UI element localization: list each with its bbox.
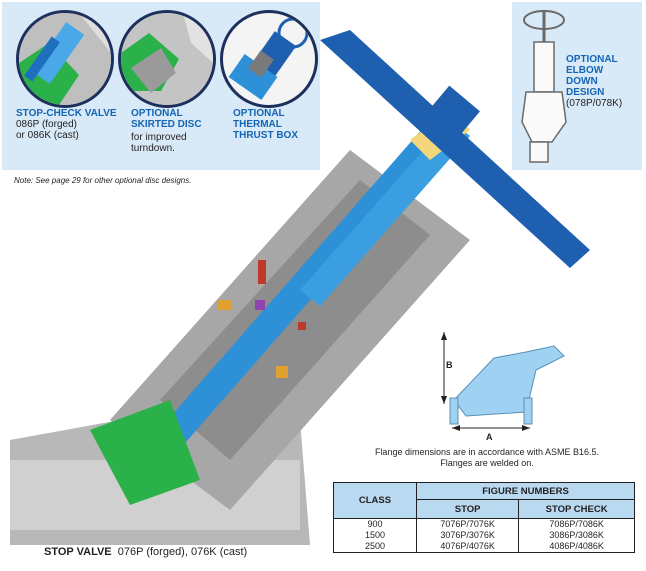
stop-check-detail-image bbox=[16, 10, 114, 108]
dimension-a-label: A bbox=[486, 432, 493, 442]
class-cell: 900 bbox=[333, 518, 417, 530]
stop-cell: 7076P/7076K bbox=[415, 518, 520, 530]
stop-cell: 4076P/4076K bbox=[415, 541, 520, 553]
table-row: 1500 3076P/3076K 3086P/3086K bbox=[333, 530, 635, 541]
table-row: 2500 4076P/4076K 4086P/4086K bbox=[333, 541, 635, 553]
stop-cell: 3076P/3076K bbox=[415, 530, 520, 541]
dimension-b-label: B bbox=[446, 360, 453, 370]
thrust-box-caption: OPTIONAL THERMAL THRUST BOX bbox=[233, 108, 298, 141]
class-cell: 1500 bbox=[333, 530, 417, 541]
class-cell: 2500 bbox=[333, 541, 417, 553]
caption-detail: 076P (forged), 076K (cast) bbox=[117, 546, 248, 558]
stop-check-cell: 3086P/3086K bbox=[518, 530, 635, 541]
figure-caption: STOP VALVE 076P (forged), 076K (cast) bbox=[44, 546, 247, 558]
stop-check-cell: 7086P/7086K bbox=[518, 518, 635, 530]
stop-check-caption: STOP-CHECK VALVE 086P (forged) or 086K (… bbox=[16, 108, 117, 141]
dimension-diagram bbox=[441, 332, 565, 431]
figure-numbers-header: FIGURE NUMBERS bbox=[416, 482, 635, 500]
stop-header: STOP bbox=[415, 499, 520, 519]
class-header: CLASS bbox=[333, 482, 417, 519]
flange-note: Flange dimensions are in accordance with… bbox=[374, 447, 600, 468]
elbow-down-valve-image bbox=[521, 10, 567, 163]
thermal-thrust-box-detail-image bbox=[220, 10, 318, 108]
optional-disc-note: Note: See page 29 for other optional dis… bbox=[14, 176, 192, 185]
figure-numbers-table: CLASS FIGURE NUMBERS STOP STOP CHECK 900… bbox=[333, 482, 635, 553]
stop-check-cell: 4086P/4086K bbox=[518, 541, 635, 553]
elbow-caption: OPTIONAL ELBOW DOWN DESIGN (078P/078K) bbox=[566, 54, 623, 109]
caption-title: STOP VALVE bbox=[44, 546, 112, 558]
stop-check-header: STOP CHECK bbox=[518, 499, 635, 519]
table-row: 900 7076P/7076K 7086P/7086K bbox=[333, 518, 635, 530]
skirted-disc-caption: OPTIONAL SKIRTED DISC for improved turnd… bbox=[131, 108, 202, 154]
